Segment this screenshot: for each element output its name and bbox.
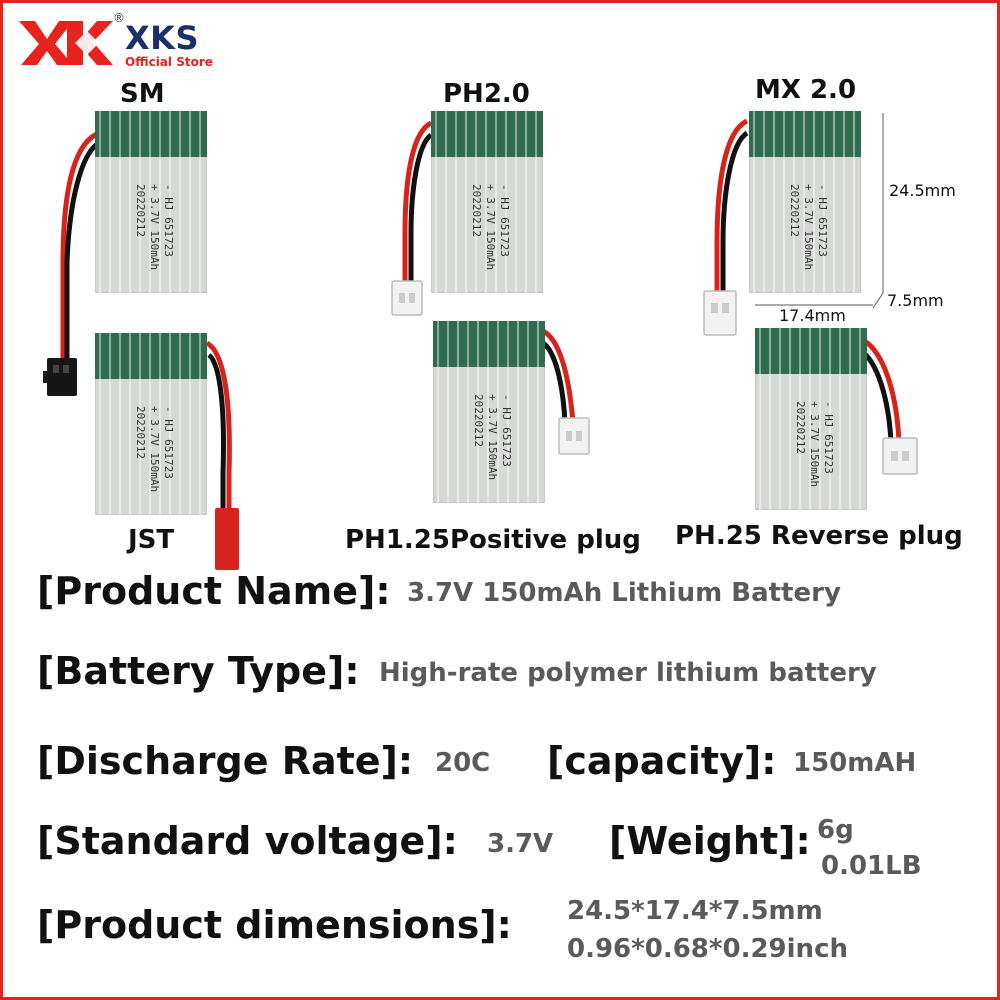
battery-label-text: - HJ 651723 — [162, 406, 175, 479]
ph125-reverse-plug-icon — [882, 437, 918, 475]
sm-plug-icon — [47, 358, 77, 396]
ph20-plug-icon — [391, 280, 423, 316]
battery-label-text: - HJ 651723 — [162, 184, 175, 257]
spec-weight-key: [Weight]: — [609, 819, 811, 863]
battery-label-text: 20220212 — [472, 394, 485, 447]
battery-label-text: + 3.7V 150mAh — [486, 394, 499, 480]
spec-dimensions-key: [Product dimensions]: — [37, 903, 512, 947]
spec-discharge-rate-value: 20C — [435, 748, 491, 778]
brand-name: XKS — [125, 19, 200, 57]
battery-label-text: 20220212 — [788, 184, 801, 237]
battery-label-text: + 3.7V 150mAh — [484, 184, 497, 270]
dimension-thickness: 7.5mm — [887, 291, 944, 310]
battery-label-text: 20220212 — [134, 406, 147, 459]
battery-label-text: 20220212 — [470, 184, 483, 237]
mx20-plug-icon — [703, 290, 737, 336]
battery-label-text: 20220212 — [134, 184, 147, 237]
spec-capacity-value: 150mAH — [793, 748, 917, 778]
dimension-height: 24.5mm — [889, 181, 956, 200]
spec-battery-type-value: High-rate polymer lithium battery — [379, 658, 877, 688]
connector-label-ph20: PH2.0 — [443, 79, 530, 109]
jst-plug-icon — [215, 508, 239, 570]
battery-label-text: - HJ 651723 — [498, 184, 511, 257]
spec-dimensions-value-mm: 24.5*17.4*7.5mm — [567, 896, 823, 926]
battery-label-text: + 3.7V 150mAh — [808, 401, 821, 487]
spec-discharge-rate-key: [Discharge Rate]: — [37, 739, 414, 783]
spec-product-name-key: [Product Name]: — [37, 569, 391, 613]
spec-standard-voltage-key: [Standard voltage]: — [37, 819, 458, 863]
brand-logo-icon — [19, 21, 113, 65]
battery-label-text: - HJ 651723 — [500, 394, 513, 467]
spec-capacity-key: [capacity]: — [547, 739, 777, 783]
connector-label-sm: SM — [120, 79, 165, 109]
dimension-width: 17.4mm — [779, 306, 846, 325]
spec-weight-value-g: 6g — [817, 815, 854, 845]
spec-dimensions-value-inch: 0.96*0.68*0.29inch — [567, 934, 848, 964]
spec-weight-value-lb: 0.01LB — [821, 851, 922, 881]
registered-mark: ® — [113, 11, 125, 25]
battery-label-text: - HJ 651723 — [816, 184, 829, 257]
connector-label-jst: JST — [128, 525, 175, 555]
ph125-positive-plug-icon — [558, 417, 590, 455]
battery-label-text: + 3.7V 150mAh — [148, 184, 161, 270]
spec-standard-voltage-value: 3.7V — [487, 829, 554, 859]
spec-product-name-value: 3.7V 150mAh Lithium Battery — [407, 578, 841, 608]
spec-battery-type-key: [Battery Type]: — [37, 649, 360, 693]
connector-label-mx20: MX 2.0 — [755, 75, 857, 105]
battery-label-text: + 3.7V 150mAh — [802, 184, 815, 270]
battery-label-text: - HJ 651723 — [822, 401, 835, 474]
battery-label-text: + 3.7V 150mAh — [148, 406, 161, 492]
connector-label-ph125-reverse: PH.25 Reverse plug — [675, 521, 963, 551]
battery-label-text: 20220212 — [794, 401, 807, 454]
connector-label-ph125-positive: PH1.25Positive plug — [345, 525, 641, 555]
brand-subtitle: Official Store — [125, 55, 213, 69]
wires-illustration — [43, 113, 918, 570]
